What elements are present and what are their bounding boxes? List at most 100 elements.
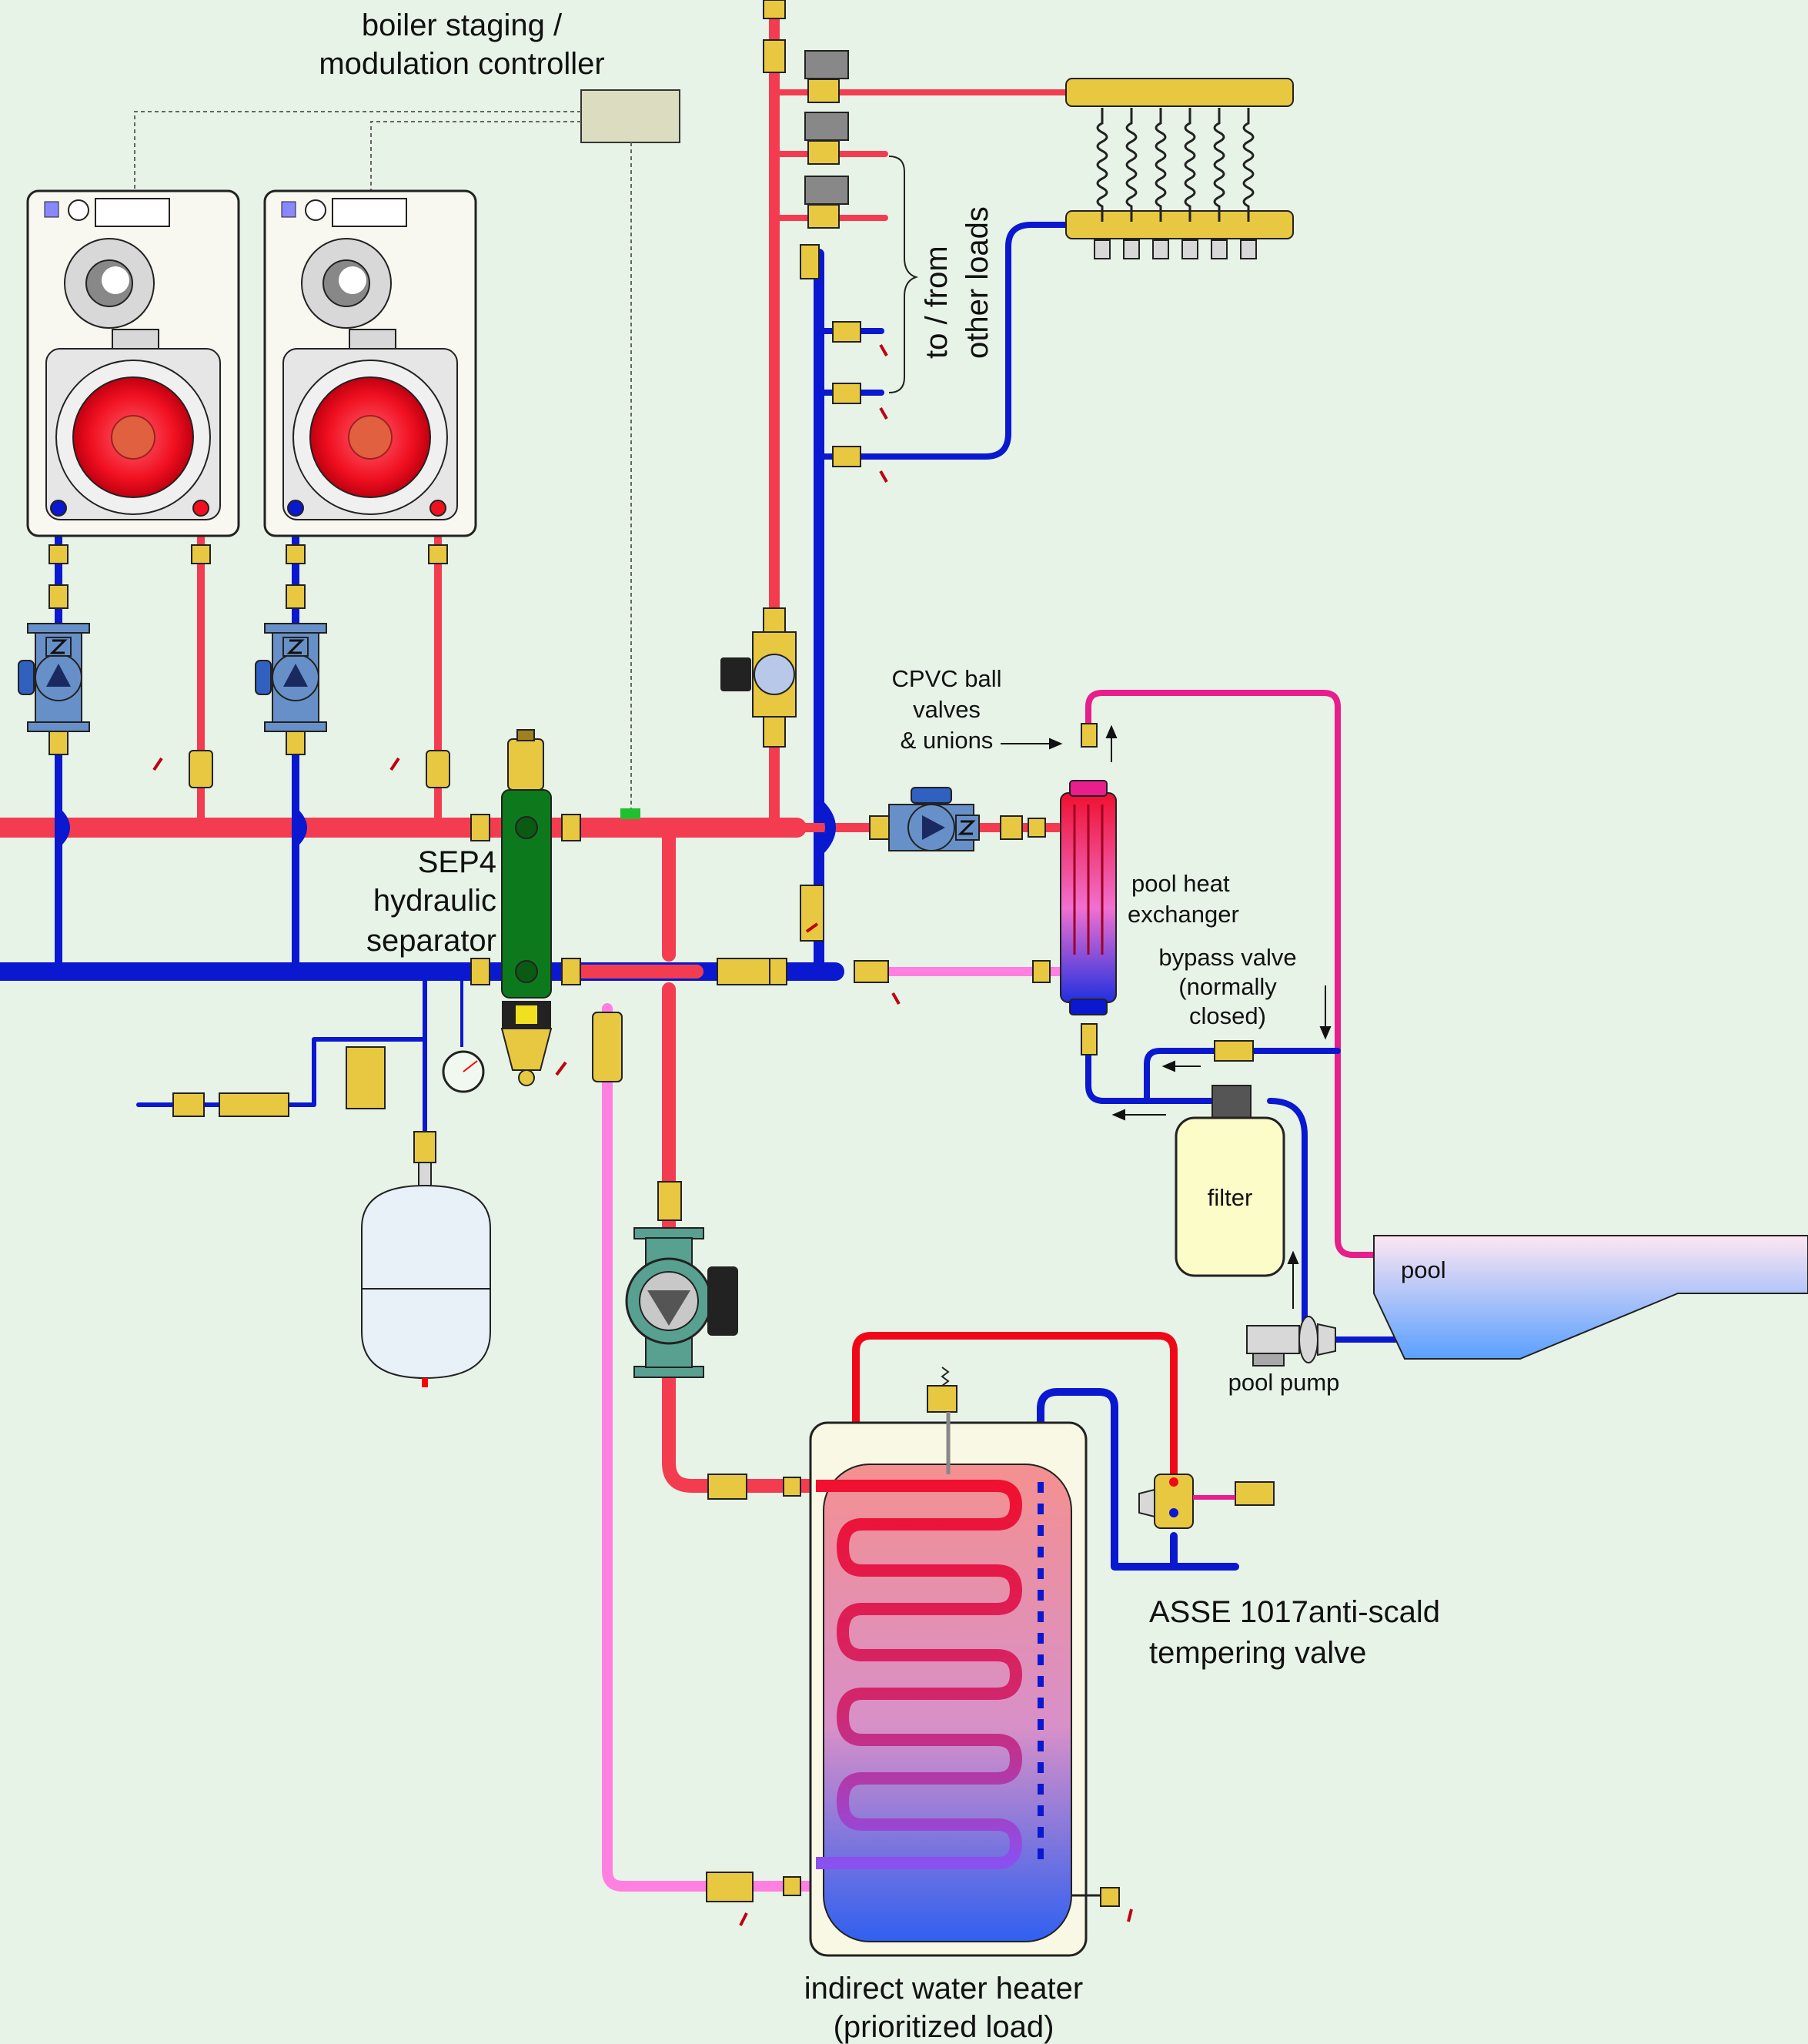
other-loads-label-1: to / from [920, 246, 954, 359]
circulator-flange-bottom [633, 1366, 704, 1378]
hop-3 [814, 801, 836, 855]
bypass-label-2: (normally [1178, 973, 1277, 1000]
union [1000, 815, 1023, 840]
ball-valve [832, 321, 861, 343]
cpvc-label-2: valves [913, 696, 981, 723]
pool-loop-pipe [1085, 690, 1377, 1258]
circulator-arrow [922, 815, 945, 840]
ball-valve [832, 446, 861, 467]
pump-return-pipe [1267, 1098, 1404, 1343]
hx-end-cap [1069, 780, 1108, 797]
separator-port [515, 816, 538, 839]
pool-basin [1373, 1235, 1808, 1360]
boiler2-circulator [255, 623, 327, 732]
pump-motor [1246, 1325, 1300, 1354]
dhw-circulator [625, 1227, 738, 1378]
arrowhead [1319, 1026, 1332, 1040]
heater-tank [823, 1464, 1072, 1942]
union [470, 958, 490, 985]
union [769, 958, 787, 985]
circulator-arrow [647, 1290, 690, 1326]
union [707, 1474, 747, 1500]
pool-pump: pool pump [1228, 1316, 1340, 1396]
drain-valve [189, 750, 213, 788]
pool-loop-circulator [888, 787, 980, 851]
tempering-label-2: tempering valve [1149, 1636, 1366, 1670]
separator-vent [507, 738, 544, 791]
union [561, 814, 581, 841]
union [191, 544, 211, 564]
pool-filter: filter [1175, 1085, 1285, 1277]
separator-port [515, 960, 538, 983]
outlet-fitting [1181, 239, 1198, 259]
ball-valve [706, 1872, 754, 1902]
outlet-fitting [1211, 239, 1228, 259]
flow-arrows [1001, 724, 1332, 1309]
bypass-label-1: bypass valve [1158, 944, 1296, 971]
boiler-return-port [287, 500, 304, 517]
heater-label-2: (prioritized load) [834, 2010, 1054, 2044]
drain-valve [1100, 1887, 1120, 1907]
valve-handle [879, 407, 888, 420]
dhw-return-pipe [602, 1003, 821, 1892]
bypass-pipe [1144, 1048, 1341, 1104]
tube-circuit [1125, 108, 1138, 222]
check-valve-z [286, 639, 305, 654]
union [428, 544, 448, 564]
controller-wire-1 [134, 111, 581, 191]
circulator-motor [720, 657, 751, 691]
separator-vent-cap [516, 729, 535, 741]
ball-valve [1235, 1481, 1275, 1506]
tempering-label-1: ASSE 1017anti-scald [1149, 1595, 1440, 1629]
union [470, 814, 490, 841]
cpvc-label-3: & unions [901, 727, 994, 754]
union [48, 544, 69, 564]
boiler-supply-port [429, 500, 446, 517]
bypass-ball-valve [1214, 1040, 1254, 1062]
union [1028, 818, 1046, 838]
circulator-flange-bottom [264, 721, 327, 732]
boiler-indicator [44, 201, 59, 218]
tube-circuit [1184, 108, 1196, 222]
separator-body [501, 789, 552, 999]
pool-hx-label-2: exchanger [1128, 901, 1239, 928]
pool-pump-label: pool pump [1228, 1369, 1340, 1396]
valve-handle [879, 470, 888, 483]
pool-label: pool [1401, 1256, 1446, 1283]
brass-fittings [48, 0, 1275, 1907]
boiler-flame [111, 415, 155, 460]
zone-valve-actuators [804, 50, 849, 205]
sep4-separator: SEP4 hydraulic separator [366, 729, 553, 1086]
tank-hot-out-pipe [852, 1332, 1178, 1478]
sep4-label-3: separator [366, 924, 496, 958]
valve-handle [152, 757, 163, 771]
union [286, 544, 306, 564]
tempering-knob [1138, 1488, 1155, 1518]
tank-shell [361, 1184, 491, 1380]
circulator-flange-top [27, 623, 90, 634]
union [1081, 723, 1098, 748]
hop-1 [55, 809, 70, 846]
tube-circuit [1242, 108, 1255, 222]
separator-drain [500, 1028, 553, 1071]
tempering-cold-port [1169, 1508, 1178, 1517]
arrowhead [1111, 1109, 1125, 1121]
circulator-motor [911, 787, 952, 804]
pressure-gauge [442, 972, 485, 1093]
filter-label: filter [1208, 1184, 1253, 1211]
zone-valve-body [807, 79, 840, 103]
union [657, 1181, 682, 1221]
expansion-tank [361, 1162, 491, 1387]
union [783, 1477, 801, 1497]
boiler-1 [26, 189, 240, 537]
tube-circuit [1155, 108, 1167, 222]
valve-handle [389, 757, 400, 771]
circulator-flange-top [633, 1227, 704, 1239]
arrowhead [1161, 1060, 1175, 1072]
manifold-outlet-fittings [1094, 239, 1257, 259]
ball-valve [172, 1092, 205, 1117]
tube-circuit [1096, 108, 1108, 222]
union [48, 584, 69, 609]
indirect-water-heater: indirect water heater (prioritized load) [804, 1367, 1101, 2044]
